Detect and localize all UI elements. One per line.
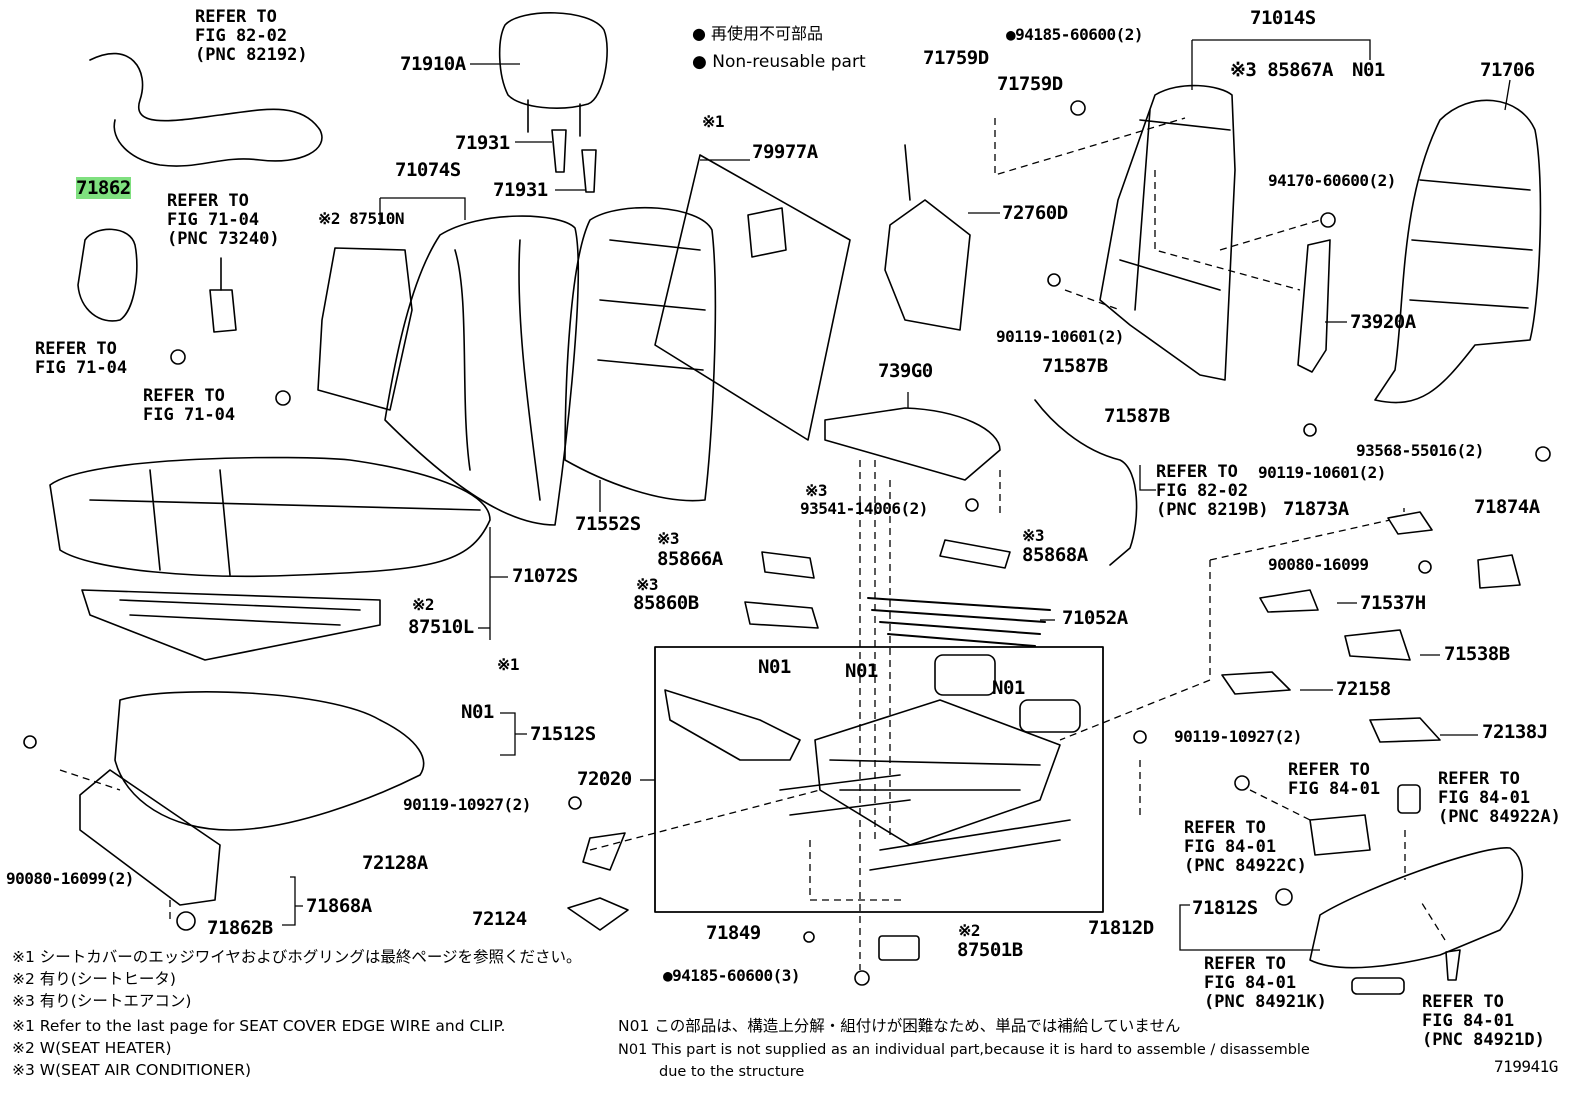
footnote-en-1: ※1 Refer to the last page for SEAT COVER… bbox=[12, 1017, 506, 1035]
part-number-label[interactable]: ※1 bbox=[497, 655, 520, 674]
part-number-label[interactable]: 71910A bbox=[400, 53, 466, 75]
part-number-label[interactable]: 87501B bbox=[957, 939, 1023, 961]
part-number-label[interactable]: 72760D bbox=[1002, 202, 1068, 224]
refer-to-label[interactable]: REFER TO FIG 84-01 (PNC 84921K) bbox=[1204, 954, 1327, 1012]
refer-to-label[interactable]: REFER TO FIG 84-01 (PNC 84922C) bbox=[1184, 818, 1307, 876]
part-number-label[interactable]: N01 bbox=[845, 660, 878, 682]
figure-id-label: 719941G bbox=[1494, 1057, 1558, 1076]
seatback-cover-drawing bbox=[384, 215, 580, 526]
refer-to-label[interactable]: REFER TO FIG 71-04 bbox=[35, 339, 128, 378]
headrest-drawing bbox=[498, 12, 608, 137]
refer-to-label[interactable]: REFER TO FIG 84-01 (PNC 84921D) bbox=[1422, 992, 1545, 1050]
part-number-label[interactable]: 72020 bbox=[577, 768, 632, 790]
part-number-label[interactable]: 85860B bbox=[633, 592, 699, 614]
part-number-label[interactable]: 71873A bbox=[1283, 498, 1349, 520]
part-number-label[interactable]: 71812S bbox=[1192, 897, 1258, 919]
part-number-label[interactable]: 71874A bbox=[1474, 496, 1540, 518]
part-number-label[interactable]: 71072S bbox=[512, 565, 578, 587]
part-number-label[interactable]: 71587B bbox=[1042, 355, 1108, 377]
part-number-label[interactable]: 90080-16099 bbox=[1268, 555, 1369, 574]
refer-to-label[interactable]: REFER TO FIG 71-04 (PNC 73240) bbox=[167, 191, 280, 249]
n01-note-en-2: due to the structure bbox=[659, 1064, 805, 1080]
part-number-label[interactable]: ※2 bbox=[412, 595, 435, 614]
part-number-label[interactable]: 87510L bbox=[408, 616, 474, 638]
seat-frame-drawing bbox=[779, 699, 1071, 871]
part-number-label[interactable]: 85866A bbox=[657, 548, 723, 570]
part-number-label[interactable]: ※3 bbox=[657, 529, 680, 548]
refer-to-label[interactable]: REFER TO FIG 82-02 (PNC 8219B) bbox=[1156, 462, 1269, 520]
part-number-label[interactable]: 72158 bbox=[1336, 678, 1391, 700]
refer-to-label[interactable]: REFER TO FIG 84-01 bbox=[1288, 760, 1381, 799]
n01-note-en-1: N01 This part is not supplied as an indi… bbox=[618, 1042, 1310, 1058]
part-number-label[interactable]: ●94185-60600(2) bbox=[1006, 25, 1144, 44]
part-number-label[interactable]: 71587B bbox=[1104, 405, 1170, 427]
part-number-label[interactable]: 71759D bbox=[997, 73, 1063, 95]
part-number-label[interactable]: 71552S bbox=[575, 513, 641, 535]
part-number-label[interactable]: 71052A bbox=[1062, 607, 1128, 629]
footnote-en-3: ※3 W(SEAT AIR CONDITIONER) bbox=[12, 1061, 252, 1079]
part-number-label[interactable]: 71074S bbox=[395, 159, 461, 181]
back-board-drawing bbox=[1374, 99, 1542, 404]
footnote-jp-1: ※1 シートカバーのエッジワイヤおよびホグリングは最終ページを参照ください。 bbox=[12, 948, 582, 966]
part-number-label[interactable]: 93568-55016(2) bbox=[1356, 441, 1484, 460]
part-number-label[interactable]: 90119-10927(2) bbox=[403, 795, 531, 814]
part-number-label[interactable]: 72138J bbox=[1482, 721, 1548, 743]
part-number-label[interactable]: 71931 bbox=[455, 132, 510, 154]
part-number-label[interactable]: 71512S bbox=[530, 723, 596, 745]
part-number-label[interactable]: 73920A bbox=[1350, 311, 1416, 333]
part-number-label[interactable]: 72128A bbox=[362, 852, 428, 874]
part-number-label[interactable]: 90119-10927(2) bbox=[1174, 727, 1302, 746]
part-number-label[interactable]: N01 bbox=[992, 677, 1025, 699]
footnote-en-2: ※2 W(SEAT HEATER) bbox=[12, 1039, 172, 1057]
part-number-label[interactable]: 93541-14006(2) bbox=[800, 499, 928, 518]
part-number-label[interactable]: 739G0 bbox=[878, 360, 933, 382]
refer-to-label[interactable]: REFER TO FIG 82-02 (PNC 82192) bbox=[195, 7, 308, 65]
part-number-label[interactable]: 71862 bbox=[76, 177, 131, 199]
part-number-label[interactable]: ※1 bbox=[702, 112, 725, 131]
part-number-label[interactable]: ※3 bbox=[636, 575, 659, 594]
seat-cushion-drawing bbox=[49, 456, 491, 578]
part-number-label[interactable]: ※2 87510N bbox=[318, 209, 404, 228]
part-number-label[interactable]: 94170-60600(2) bbox=[1268, 171, 1396, 190]
part-number-label[interactable]: ※3 bbox=[805, 481, 828, 500]
part-number-label[interactable]: 72124 bbox=[472, 908, 527, 930]
part-number-label[interactable]: ※2 bbox=[958, 921, 981, 940]
part-number-label[interactable]: 71849 bbox=[706, 922, 761, 944]
part-number-label[interactable]: 71862B bbox=[207, 917, 273, 939]
legend-jp: ● 再使用不可部品 bbox=[692, 24, 824, 43]
part-number-label[interactable]: N01 bbox=[461, 701, 494, 723]
part-number-label[interactable]: 85868A bbox=[1022, 544, 1088, 566]
part-number-label[interactable]: ※3 bbox=[1022, 526, 1045, 545]
part-number-label[interactable]: 79977A bbox=[752, 141, 818, 163]
part-number-label[interactable]: 71014S bbox=[1250, 7, 1316, 29]
part-number-label[interactable]: 90080-16099(2) bbox=[6, 869, 134, 888]
part-number-label[interactable]: ●94185-60600(3) bbox=[663, 966, 801, 985]
refer-to-label[interactable]: REFER TO FIG 71-04 bbox=[143, 386, 236, 425]
footnote-jp-3: ※3 有り(シートエアコン) bbox=[12, 992, 192, 1010]
legend-en: ● Non-reusable part bbox=[692, 52, 866, 72]
part-number-label[interactable]: ※3 85867A bbox=[1230, 59, 1333, 81]
part-number-label[interactable]: 71812D bbox=[1088, 917, 1154, 939]
part-number-label[interactable]: 71706 bbox=[1480, 59, 1535, 81]
part-number-label[interactable]: 90119-10601(2) bbox=[1258, 463, 1386, 482]
part-number-label[interactable]: 71537H bbox=[1360, 592, 1426, 614]
n01-note-jp: N01 この部品は、構造上分解・組付けが困難なため、単品では補給していません bbox=[618, 1017, 1181, 1035]
part-number-label[interactable]: N01 bbox=[758, 656, 791, 678]
part-number-label[interactable]: 71538B bbox=[1444, 643, 1510, 665]
seatback-frame-drawing bbox=[1099, 84, 1236, 381]
footnote-jp-2: ※2 有り(シートヒータ) bbox=[12, 970, 176, 988]
part-number-label[interactable]: 90119-10601(2) bbox=[996, 327, 1124, 346]
part-number-label[interactable]: 71931 bbox=[493, 179, 548, 201]
refer-to-label[interactable]: REFER TO FIG 84-01 (PNC 84922A) bbox=[1438, 769, 1561, 827]
part-number-label[interactable]: 71868A bbox=[306, 895, 372, 917]
part-number-label[interactable]: 71759D bbox=[923, 47, 989, 69]
part-number-label[interactable]: N01 bbox=[1352, 59, 1385, 81]
